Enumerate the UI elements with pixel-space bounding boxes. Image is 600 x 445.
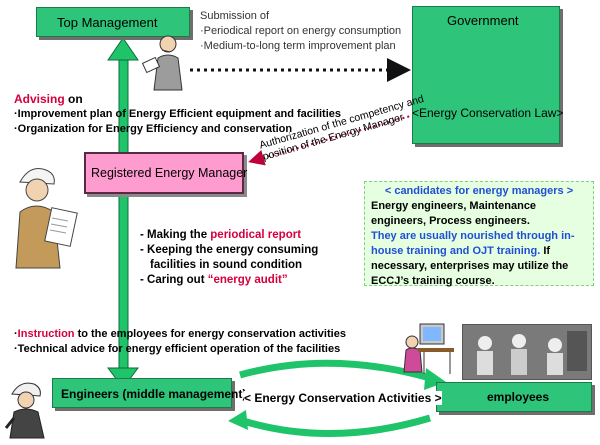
submission-block: Submission of ·Periodical report on ener… xyxy=(200,9,401,54)
submission-item: ·Periodical report on energy consumption xyxy=(200,25,402,37)
duty-item: facilities in sound condition xyxy=(150,259,303,271)
factory-workers-photo xyxy=(462,324,592,380)
candidates-title: < candidates for energy managers > xyxy=(384,185,574,197)
energy-conservation-law: <Energy Conservation Law> xyxy=(412,106,564,120)
employees-box: employees xyxy=(436,382,592,412)
instruction-line: ·Instruction to the employees for energy… xyxy=(14,328,346,340)
instruction-block: ·Instruction to the employees for energy… xyxy=(14,327,346,357)
worker-figure-icon xyxy=(4,378,50,440)
duty-item: - Keeping the energy consuming xyxy=(140,244,319,256)
office-worker-icon xyxy=(402,318,462,376)
advising-item: ·Improvement plan of Energy Efficient eq… xyxy=(14,108,342,120)
candidates-box: < candidates for energy managers > Energ… xyxy=(364,181,594,287)
advising-block: Advising on ·Improvement plan of Energy … xyxy=(14,92,341,137)
engineers-box: Engineers (middle management) xyxy=(52,378,246,408)
candidates-line: necessary, enterprises may utilize the xyxy=(371,260,569,272)
advising-heading: Advising on xyxy=(14,92,83,106)
duty-item: - Making the periodical report xyxy=(140,229,302,241)
candidates-line: Energy engineers, Maintenance xyxy=(371,200,537,212)
candidates-line: They are usually nourished through in- xyxy=(371,230,575,242)
top-management-label: Top Management xyxy=(57,15,158,30)
engineer-figure-icon xyxy=(6,160,78,270)
registered-energy-manager-label: Registered Energy Manager xyxy=(91,166,248,180)
registered-energy-manager-box: Registered Energy Manager xyxy=(84,152,248,194)
engineers-label: Engineers (middle management) xyxy=(61,387,247,401)
manager-figure-icon xyxy=(140,30,186,96)
authorization-arrow xyxy=(248,114,415,166)
advising-item: ·Organization for Energy Efficiency and … xyxy=(14,123,293,135)
government-box: Government xyxy=(412,6,560,144)
duty-item: - Caring out “energy audit” xyxy=(140,274,288,286)
candidates-line: engineers, Process engineers. xyxy=(371,215,530,227)
submission-item: ·Medium-to-long term improvement plan xyxy=(200,40,396,52)
submission-title: Submission of xyxy=(200,10,270,22)
top-management-box: Top Management xyxy=(36,7,190,37)
duties-list: - Making the periodical report - Keeping… xyxy=(140,228,318,288)
instruction-line: ·Technical advice for energy efficient o… xyxy=(14,343,341,355)
activities-label: < Energy Conservation Activities > xyxy=(244,391,442,405)
candidates-line: ECCJ’s training course. xyxy=(371,275,495,287)
government-label: Government xyxy=(447,13,519,28)
candidates-line: house training and OJT training. If xyxy=(371,245,551,257)
employees-label: employees xyxy=(487,390,550,404)
